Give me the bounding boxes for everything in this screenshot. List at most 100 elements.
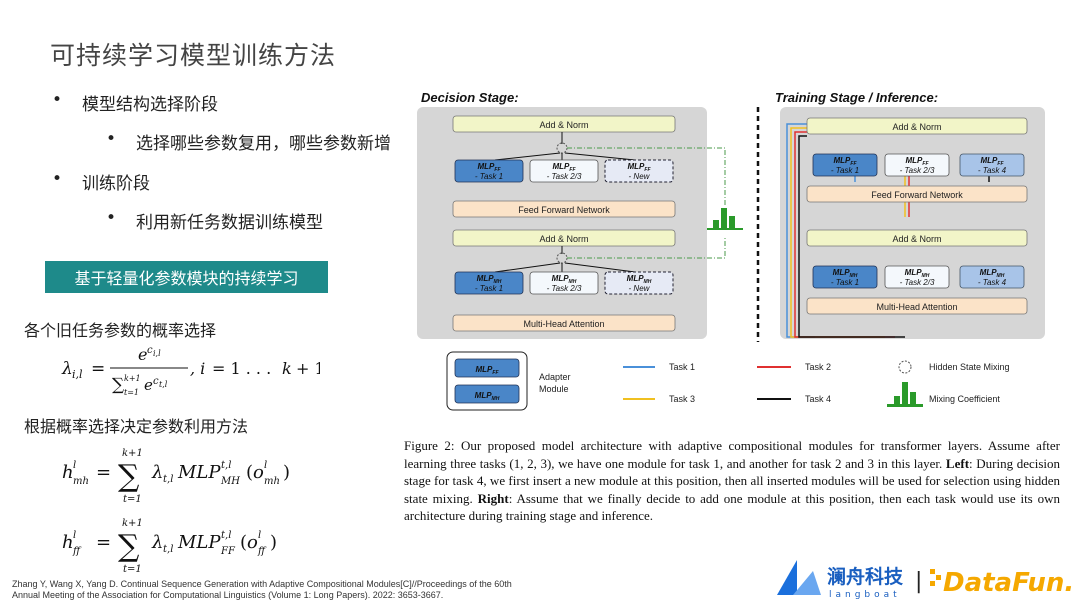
svg-text:c: c: [153, 376, 159, 387]
svg-text:e: e: [138, 345, 147, 364]
decision-mha: [452, 314, 676, 332]
training-stage-title: Training Stage / Inference:: [775, 90, 938, 105]
svg-text:Feed Forward Network: Feed Forward Network: [518, 205, 610, 215]
svg-text:λ: λ: [61, 359, 73, 379]
add-norm-label: Add & Norm: [539, 120, 588, 130]
svg-text:- Task 1: - Task 1: [831, 166, 859, 175]
training-add-norm-top: [806, 117, 1028, 135]
svg-text:l: l: [264, 460, 267, 471]
bullet-marker: •: [52, 169, 63, 189]
svg-text:Add & Norm: Add & Norm: [892, 234, 941, 244]
formula-h-mh: h l mh = k+1 ∑ t=1 λ t,l MLP t,l MH ( o …: [62, 448, 290, 505]
training-mlp-mh-task1: [812, 265, 878, 289]
slide-title: 可持续学习模型训练方法: [50, 41, 337, 70]
svg-text:- New: - New: [629, 172, 651, 181]
svg-text:h: h: [62, 532, 74, 553]
svg-text:+ 1: + 1: [296, 359, 320, 378]
svg-text:- Task 1: - Task 1: [475, 172, 503, 181]
svg-text:i,l: i,l: [72, 368, 83, 381]
svg-text:MLPMH: MLPMH: [980, 268, 1005, 279]
svg-text:Task 1: Task 1: [669, 362, 695, 372]
bullet-marker: •: [106, 208, 117, 228]
decision-mlp-mh-new: [604, 271, 674, 295]
datafun-logo: DataFun.: [930, 568, 1074, 598]
bullet-marker: •: [106, 129, 117, 149]
training-mlp-mh-task4: [959, 265, 1025, 289]
svg-text:t=1: t=1: [124, 388, 139, 397]
svg-text:Hidden State Mixing: Hidden State Mixing: [929, 362, 1010, 372]
svg-text:∑: ∑: [118, 529, 140, 564]
svg-text:MLP: MLP: [177, 532, 221, 553]
svg-text:t,l: t,l: [221, 530, 231, 541]
svg-text:k: k: [282, 359, 292, 378]
training-mlp-ff-task4: [959, 153, 1025, 177]
svg-text:- Task 4: - Task 4: [978, 278, 1007, 287]
decision-add-norm-top: [452, 115, 676, 133]
svg-text:(: (: [246, 462, 253, 483]
figure-legend: MLPFF MLPMH Adapter Module Task 1 Task 3…: [446, 351, 1010, 411]
svg-text:MLPFF: MLPFF: [628, 162, 652, 173]
svg-text:(: (: [240, 532, 247, 553]
sponsor-logos: 澜舟科技 langboat | DataFun.: [777, 560, 1074, 600]
svg-text:MLPMH: MLPMH: [627, 274, 652, 285]
label-method: 根据概率选择决定参数利用方法: [24, 417, 249, 436]
svg-text:t,l: t,l: [163, 544, 173, 555]
svg-text:- Task 2/3: - Task 2/3: [547, 284, 582, 293]
svg-text:- Task 4: - Task 4: [978, 166, 1007, 175]
svg-text:MLPFF: MLPFF: [553, 162, 577, 173]
svg-text:=: =: [96, 462, 111, 483]
svg-text:): ): [283, 462, 290, 483]
svg-text:∑: ∑: [112, 375, 124, 395]
architecture-figure: Decision Stage: Add & Norm MLPFF - Task …: [417, 90, 1045, 411]
svg-text:- Task 1: - Task 1: [475, 284, 503, 293]
svg-text:t,l: t,l: [221, 460, 231, 471]
svg-text:l: l: [73, 460, 76, 471]
training-ffn: [806, 185, 1028, 203]
bullet-new-task-data: • 利用新任务数据训练模型: [106, 208, 323, 233]
decision-ffn: [452, 200, 676, 218]
svg-text:MLPFF: MLPFF: [478, 162, 502, 173]
svg-text:MLPMH: MLPMH: [477, 274, 502, 285]
training-mlp-mh-task23: [884, 265, 950, 289]
svg-text:o: o: [253, 462, 264, 483]
svg-text:MLPMH: MLPMH: [833, 268, 858, 279]
svg-text:Multi-Head Attention: Multi-Head Attention: [876, 302, 957, 312]
training-mha: [806, 297, 1028, 315]
svg-text:Task 4: Task 4: [805, 394, 831, 404]
svg-text:澜舟科技: 澜舟科技: [827, 565, 904, 588]
svg-text:l: l: [73, 530, 76, 541]
svg-text:k+1: k+1: [122, 448, 143, 459]
svg-text:ff: ff: [257, 546, 267, 557]
decision-mlp-mh-task23: [529, 271, 599, 295]
svg-text:t,l: t,l: [159, 380, 168, 389]
svg-text:∑: ∑: [118, 459, 140, 494]
label-probability: 各个旧任务参数的概率选择: [24, 321, 217, 340]
svg-text:Task 2: Task 2: [805, 362, 831, 372]
svg-text:FF: FF: [220, 546, 236, 557]
decision-mlp-ff-task23: [529, 159, 599, 183]
svg-text:|: |: [915, 569, 922, 594]
svg-text:Feed Forward Network: Feed Forward Network: [871, 190, 963, 200]
svg-text:c: c: [147, 345, 153, 356]
decision-mlp-mh-task1: [454, 271, 524, 295]
decision-mlp-ff-new: [604, 159, 674, 183]
svg-text:- Task 1: - Task 1: [831, 278, 859, 287]
svg-text:- Task 2/3: - Task 2/3: [547, 172, 582, 181]
highlight-box: 基于轻量化参数模块的持续学习: [45, 261, 328, 293]
svg-text:=: =: [96, 532, 111, 553]
decision-stage-title: Decision Stage:: [421, 90, 519, 105]
training-mlp-ff-task1: [812, 153, 878, 177]
svg-text:t=1: t=1: [123, 564, 142, 575]
svg-text:t,l: t,l: [163, 474, 173, 485]
svg-text:MLPFF: MLPFF: [981, 156, 1005, 167]
svg-text:Add & Norm: Add & Norm: [892, 122, 941, 132]
bullet-text: 选择哪些参数复用，哪些参数新增: [136, 134, 391, 154]
langboat-logo: 澜舟科技 langboat: [777, 560, 904, 600]
svg-text:mh: mh: [264, 476, 280, 487]
bullet-marker: •: [52, 90, 63, 110]
svg-text:- New: - New: [629, 284, 651, 293]
svg-text:MLPFF: MLPFF: [906, 156, 930, 167]
svg-text:MLPMH: MLPMH: [475, 391, 500, 402]
svg-text:=: =: [91, 359, 105, 379]
bullet-text: 模型结构选择阶段: [82, 95, 218, 115]
